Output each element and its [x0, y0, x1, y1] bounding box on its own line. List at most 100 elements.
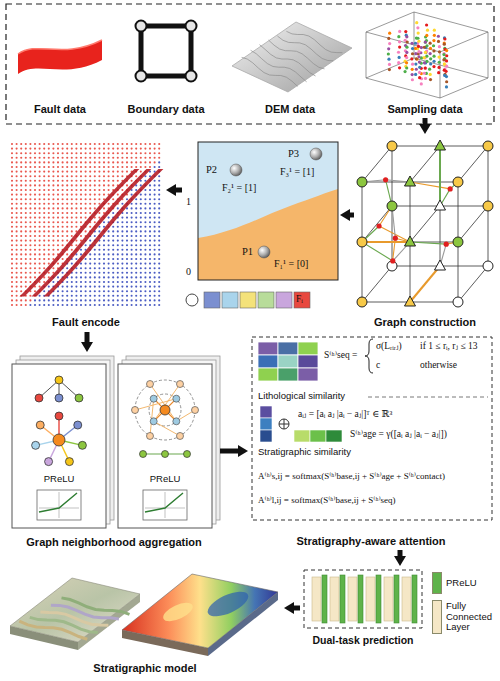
- encoded-point: [98, 148, 100, 150]
- encoded-point: [149, 295, 151, 297]
- encoded-point: [154, 221, 156, 223]
- encoded-point: [149, 161, 151, 163]
- encoded-point: [126, 198, 128, 200]
- encoded-point: [158, 207, 160, 209]
- encoded-point: [29, 161, 31, 163]
- encoded-point: [25, 198, 27, 200]
- encoded-point: [43, 143, 45, 145]
- encoded-point: [43, 226, 45, 228]
- encoded-point: [29, 230, 31, 232]
- encoded-point: [75, 152, 77, 154]
- encoded-point: [126, 272, 128, 274]
- sample-point: [437, 40, 440, 43]
- neighbor-node: [173, 418, 180, 425]
- encoded-point: [48, 221, 50, 223]
- encoded-point: [43, 230, 45, 232]
- encoded-point: [62, 212, 64, 214]
- encoded-point: [71, 148, 73, 150]
- encoded-point: [135, 148, 137, 150]
- encoded-point: [135, 304, 137, 306]
- encoded-point: [25, 212, 27, 214]
- encoded-point: [135, 258, 137, 260]
- encoded-point: [52, 184, 54, 186]
- encoded-point: [94, 249, 96, 251]
- sample-point: [445, 85, 448, 88]
- encoded-point: [80, 212, 82, 214]
- encoded-point: [48, 171, 50, 173]
- point-label: P2: [206, 164, 217, 176]
- encoded-point: [71, 304, 73, 306]
- encoded-point: [57, 217, 59, 219]
- graph-node: [387, 201, 397, 211]
- encoded-point: [108, 253, 110, 255]
- encoded-point: [48, 203, 50, 205]
- encoded-point: [117, 253, 119, 255]
- flow-arrow: [176, 188, 182, 193]
- sample-point: [445, 49, 448, 52]
- graph-edge: [362, 146, 392, 182]
- sample-point: [438, 61, 441, 64]
- formula-text: otherwise: [420, 360, 457, 371]
- encoded-point: [71, 166, 73, 168]
- encoded-point: [117, 194, 119, 196]
- encoded-point: [16, 203, 18, 205]
- encoded-point: [158, 295, 160, 297]
- encoded-point: [158, 244, 160, 246]
- encoded-point: [140, 281, 142, 283]
- encoded-point: [57, 189, 59, 191]
- encoded-point: [140, 249, 142, 251]
- encoded-point: [43, 198, 45, 200]
- fault-sheet-icon: [18, 40, 102, 74]
- encoded-point: [57, 263, 59, 265]
- encoded-point: [117, 267, 119, 269]
- encoded-point: [126, 184, 128, 186]
- encoded-point: [112, 226, 114, 228]
- encoded-point: [108, 263, 110, 265]
- encoded-point: [103, 171, 105, 173]
- encoded-point: [80, 157, 82, 159]
- encoded-point: [149, 221, 151, 223]
- encoded-point: [154, 299, 156, 301]
- encoded-point: [131, 157, 133, 159]
- encoded-point: [29, 203, 31, 205]
- graph-edge: [410, 182, 450, 189]
- sample-point: [415, 36, 418, 39]
- encoded-point: [149, 194, 151, 196]
- encoded-point: [62, 189, 64, 191]
- encoded-point: [112, 258, 114, 260]
- encoded-point: [80, 221, 82, 223]
- prelu-layer: [376, 575, 381, 623]
- encoded-point: [135, 240, 137, 242]
- encoded-point: [34, 226, 36, 228]
- horizon-surface: [122, 574, 278, 648]
- encoded-point: [39, 267, 41, 269]
- encoded-point: [103, 184, 105, 186]
- encoded-point: [158, 267, 160, 269]
- sample-box-edge: [366, 12, 414, 32]
- age-cell: [326, 430, 342, 442]
- feature-node: [186, 294, 198, 306]
- graph-edge: [410, 266, 440, 302]
- encoded-point: [112, 148, 114, 150]
- encoded-point: [140, 230, 142, 232]
- age-cell: [260, 418, 272, 430]
- sample-point: [397, 51, 400, 54]
- similarity-cell: [258, 342, 278, 355]
- encoded-point: [80, 175, 82, 177]
- encoded-point: [62, 226, 64, 228]
- encoded-point: [71, 249, 73, 251]
- encoded-point: [117, 180, 119, 182]
- encoded-point: [154, 244, 156, 246]
- encoded-point: [108, 148, 110, 150]
- stage-label: Stratigraphy-aware attention: [296, 535, 445, 548]
- encoded-point: [112, 166, 114, 168]
- encoded-point: [39, 143, 41, 145]
- encoded-point: [140, 148, 142, 150]
- encoded-point: [43, 258, 45, 260]
- encoded-point: [66, 267, 68, 269]
- stage-label: Fault data: [34, 103, 86, 116]
- input-item: Sampling data: [360, 8, 490, 118]
- encoded-point: [131, 299, 133, 301]
- encoded-point: [131, 230, 133, 232]
- encoded-point: [52, 295, 54, 297]
